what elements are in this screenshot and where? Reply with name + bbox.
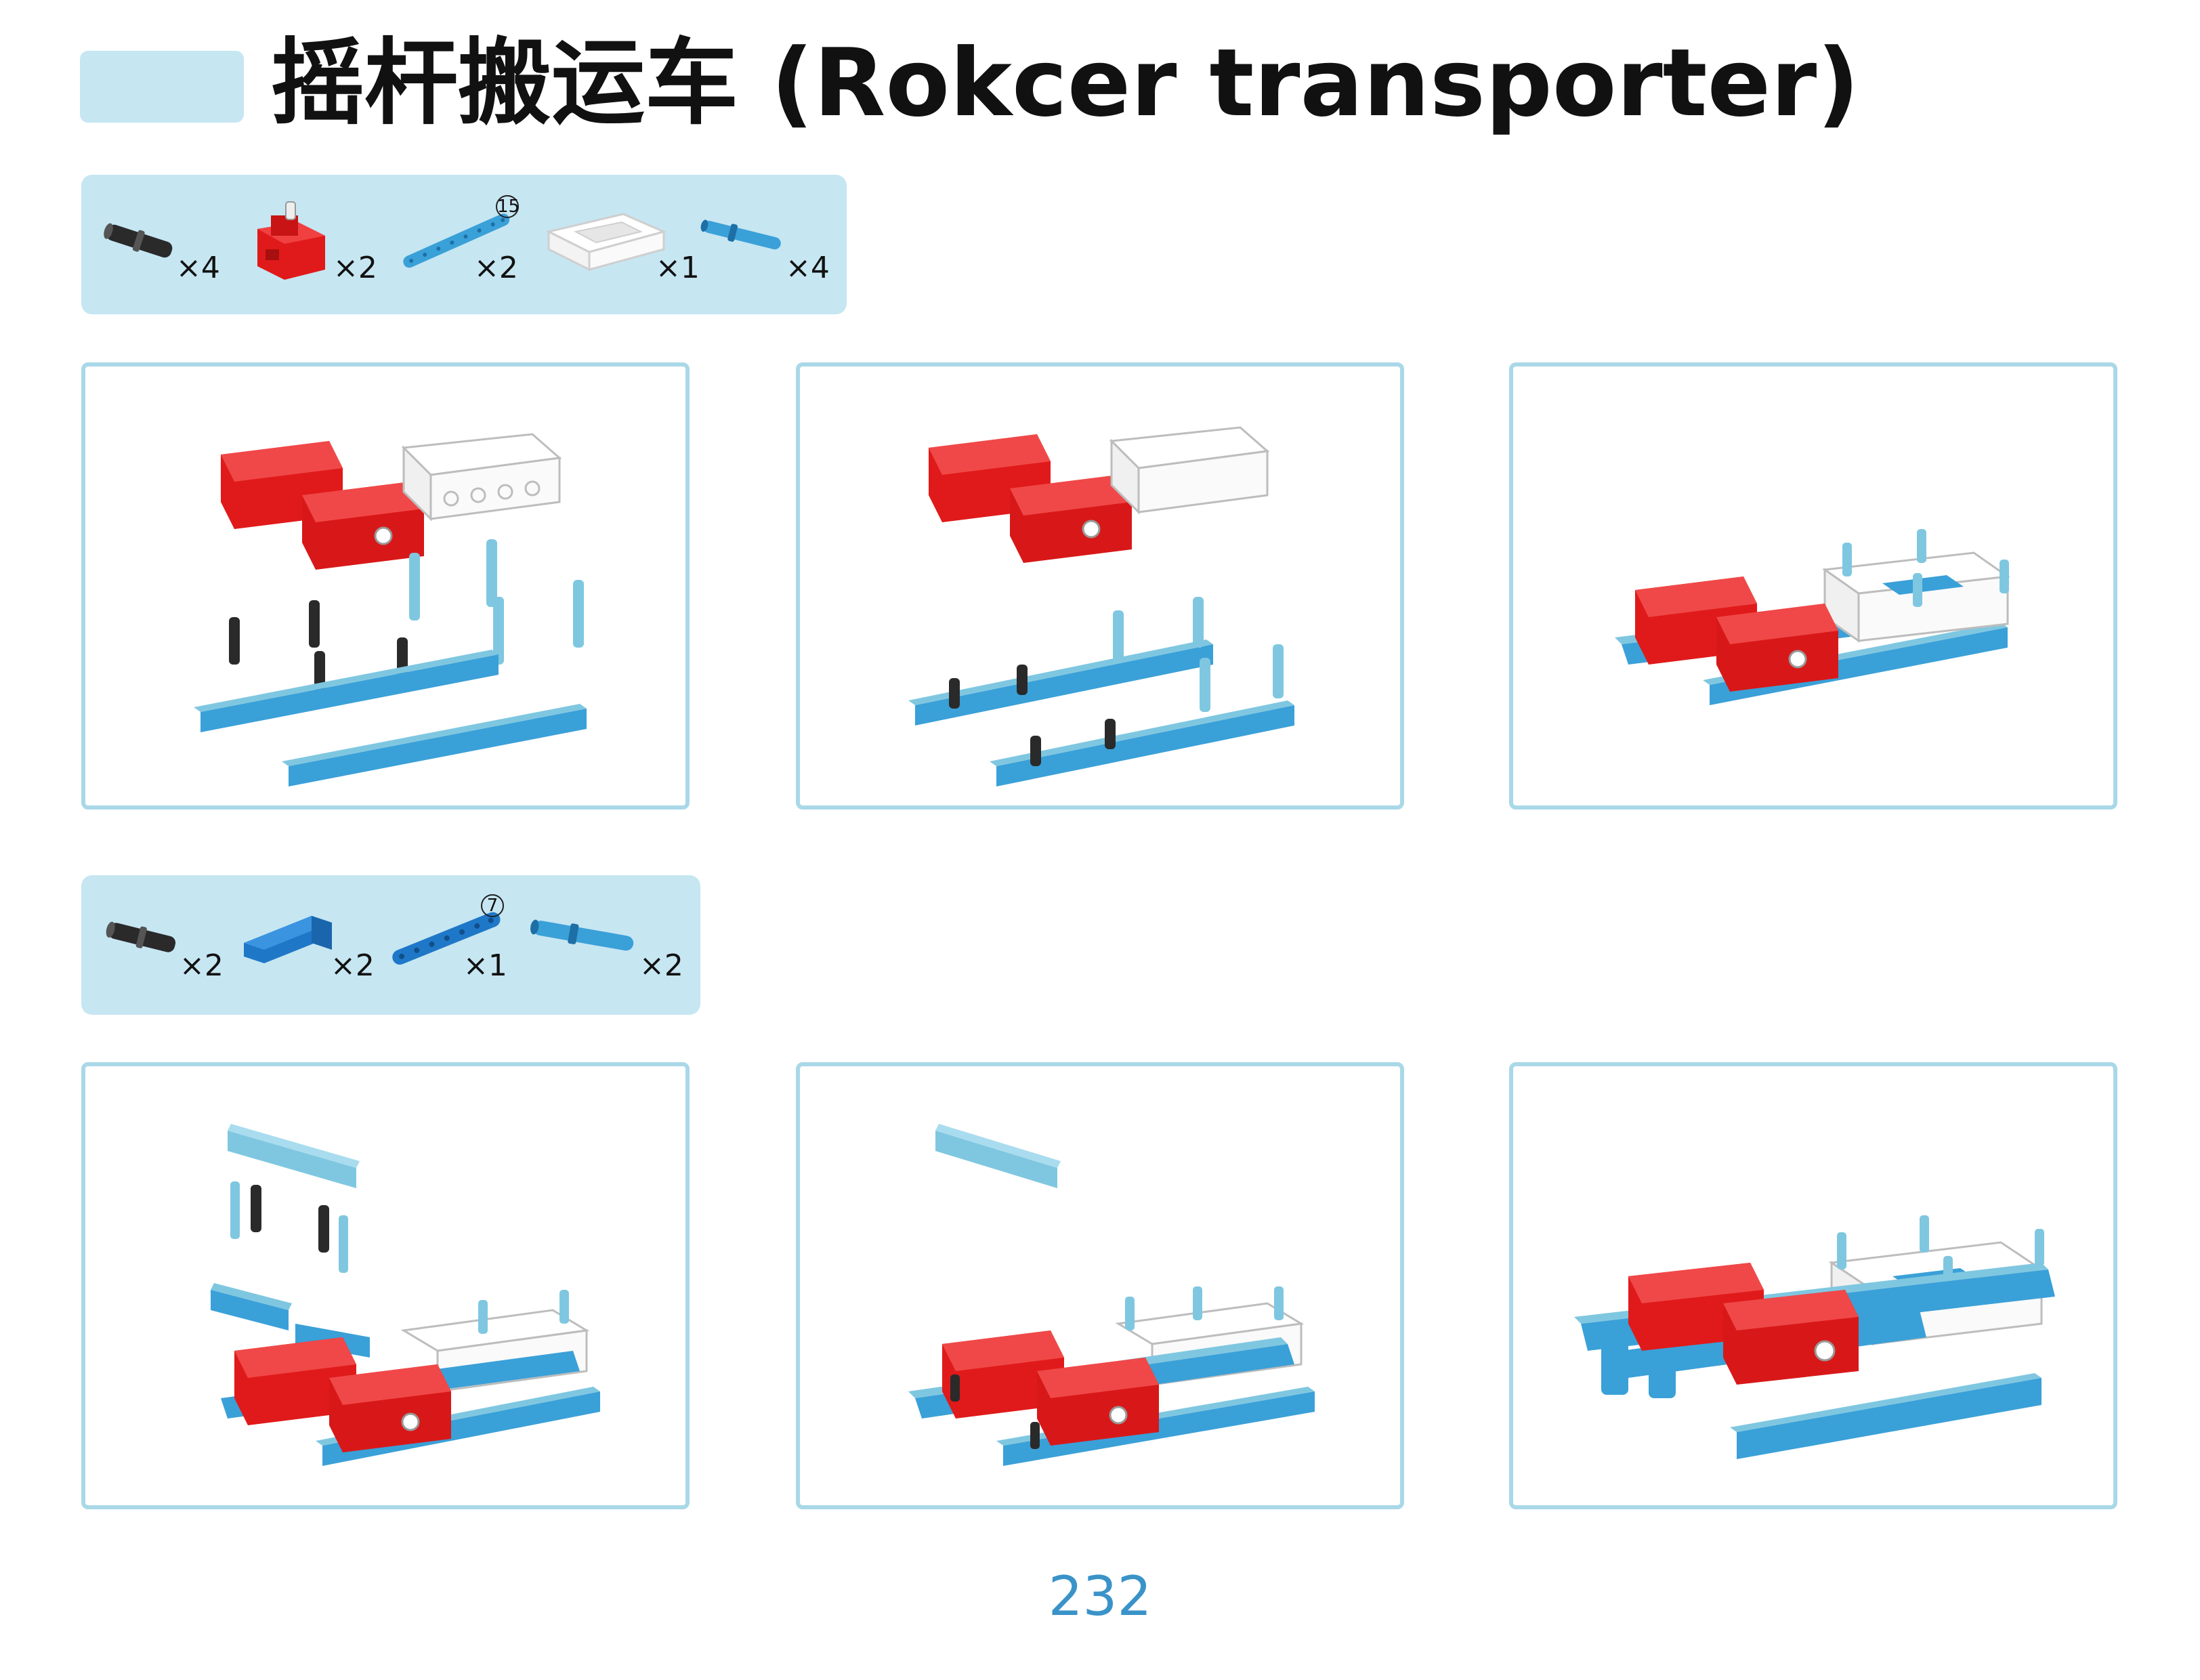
blue-axle-pin-icon [698, 215, 786, 256]
assembly-step-5 [796, 1062, 1404, 1509]
quantity-label: ×4 [176, 251, 220, 285]
beam-length-marker: 15 [496, 195, 520, 218]
step-3-illustration [1615, 529, 2011, 705]
blue-beam-7-icon [389, 906, 505, 974]
quantity-label: ×2 [331, 948, 375, 983]
black-pin-icon [99, 217, 180, 264]
step-1-illustration [194, 433, 587, 786]
assembly-step-3 [1509, 362, 2117, 810]
white-frame-icon [542, 205, 671, 279]
parts-list-2: ×2 ×2 7 ×1 ×2 [81, 875, 700, 1015]
beam-length-marker: 7 [481, 894, 504, 917]
step-4-illustration [211, 1124, 600, 1466]
page-number: 232 [1048, 1565, 1152, 1628]
black-pin-icon [102, 913, 183, 961]
assembly-step-1 [81, 362, 690, 810]
quantity-label: ×4 [786, 251, 830, 285]
quantity-label: ×2 [474, 251, 518, 285]
blue-axle-pin-icon [528, 916, 637, 957]
page-title: 摇杆搬运车 (Rokcer transporter) [271, 28, 1860, 138]
assembly-step-2 [796, 362, 1404, 810]
quantity-label: ×2 [333, 251, 377, 285]
blue-l-beam-icon [237, 902, 339, 970]
quantity-label: ×2 [179, 948, 224, 983]
step-2-illustration [908, 426, 1294, 786]
quantity-label: ×2 [639, 948, 683, 983]
red-servo-motor-icon [251, 195, 332, 283]
blue-beam-15-icon [400, 209, 515, 276]
step-6-illustration [1574, 1215, 2055, 1459]
assembly-step-6 [1509, 1062, 2117, 1509]
assembly-step-4 [81, 1062, 690, 1509]
parts-list-1: ×4 ×2 15 ×2 [81, 175, 847, 314]
quantity-label: ×1 [656, 251, 700, 285]
step-5-illustration [908, 1124, 1315, 1466]
title-tab [80, 51, 244, 123]
quantity-label: ×1 [463, 948, 507, 983]
